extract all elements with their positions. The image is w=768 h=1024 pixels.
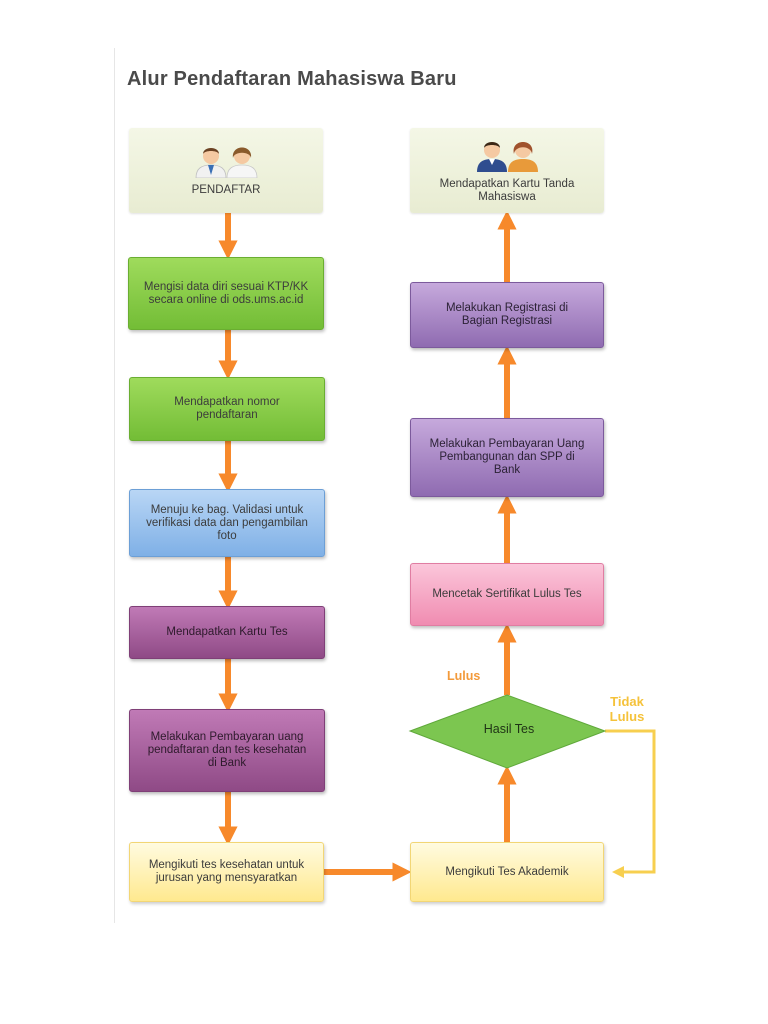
tes-akademik-box: Mengikuti Tes Akademik xyxy=(410,842,604,902)
step-nomor-pendaftaran-label: Mendapatkan nomor pendaftaran xyxy=(174,396,280,421)
step-validasi-box: Menuju ke bag. Validasi untuk verifikasi… xyxy=(129,489,325,557)
lulus-label: Lulus xyxy=(447,669,481,683)
step-isi-data-label: Mengisi data diri sesuai KTP/KK secara o… xyxy=(143,280,309,306)
pendaftar-label: PENDAFTAR xyxy=(191,184,261,196)
step-kartu-tes-label: Mendapatkan Kartu Tes xyxy=(166,626,288,638)
kartu-mahasiswa-label: Mendapatkan Kartu Tanda Mahasiswa xyxy=(439,177,575,203)
pembayaran-spp-box: Melakukan Pembayaran Uang Pembangunan da… xyxy=(410,418,604,497)
step-isi-data-box: Mengisi data diri sesuai KTP/KK secara o… xyxy=(128,257,324,330)
kartu-mahasiswa-box: Mendapatkan Kartu Tanda Mahasiswa xyxy=(410,128,604,213)
step-tes-kesehatan-label: Mengikuti tes kesehatan untuk jurusan ya… xyxy=(148,859,305,884)
step-tes-kesehatan-box: Mengikuti tes kesehatan untuk jurusan ya… xyxy=(129,842,324,902)
step-pembayaran-pendaftaran-label: Melakukan Pembayaran uang pendaftaran da… xyxy=(147,731,307,769)
students-avatar xyxy=(477,141,538,172)
person-male-icon xyxy=(477,141,507,172)
pendaftar-box: PENDAFTAR xyxy=(129,128,323,213)
sertifikat-box: Mencetak Sertifikat Lulus Tes xyxy=(410,563,604,626)
tidak-lulus-label: Tidak Lulus xyxy=(609,694,645,724)
person-male-icon xyxy=(195,148,227,178)
person-female-icon xyxy=(226,147,258,178)
step-pembayaran-pendaftaran-box: Melakukan Pembayaran uang pendaftaran da… xyxy=(129,709,325,792)
hasil-tes-diamond xyxy=(408,694,607,769)
step-validasi-label: Menuju ke bag. Validasi untuk verifikasi… xyxy=(146,503,308,542)
applicants-avatar xyxy=(195,147,258,178)
step-kartu-tes-box: Mendapatkan Kartu Tes xyxy=(129,606,325,659)
page-title: Alur Pendaftaran Mahasiswa Baru xyxy=(127,68,457,90)
pembayaran-spp-label: Melakukan Pembayaran Uang Pembangunan da… xyxy=(429,438,585,476)
page-divider xyxy=(114,48,115,923)
hasil-tes-label: Hasil Tes xyxy=(483,722,535,736)
tes-akademik-label: Mengikuti Tes Akademik xyxy=(445,865,569,878)
person-female-icon xyxy=(508,141,538,172)
registrasi-box: Melakukan Registrasi di Bagian Registras… xyxy=(410,282,604,348)
sertifikat-label: Mencetak Sertifikat Lulus Tes xyxy=(432,588,582,600)
step-nomor-pendaftaran-box: Mendapatkan nomor pendaftaran xyxy=(129,377,325,441)
registrasi-label: Melakukan Registrasi di Bagian Registras… xyxy=(445,302,569,327)
arrow-tidak-lulus-loop xyxy=(605,729,656,878)
